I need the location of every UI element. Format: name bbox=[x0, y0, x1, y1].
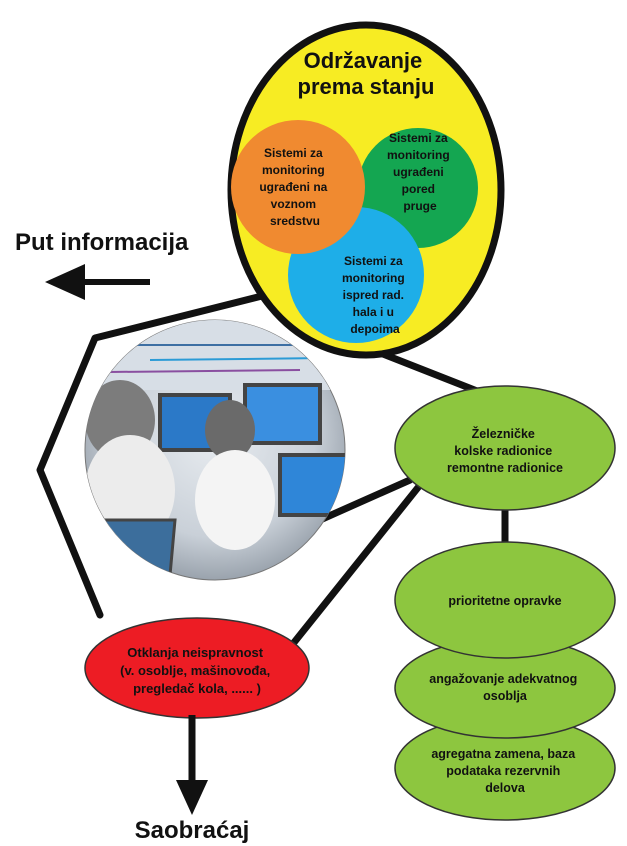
svg-text:Održavanje prema stanju: Održavanje prema stanju bbox=[298, 48, 435, 99]
blue-line1: Sistemi za bbox=[344, 254, 403, 268]
green-line3: ugrađeni bbox=[393, 165, 444, 179]
circle-orange bbox=[231, 120, 365, 254]
monitoring-photo bbox=[84, 319, 346, 581]
green-line1: Sistemi za bbox=[389, 131, 448, 145]
main-title-line2: prema stanju bbox=[298, 74, 435, 99]
action-prioritetne bbox=[394, 541, 616, 659]
workshop-line3: remontne radionice bbox=[447, 461, 563, 475]
otklanja-line1: Otklanja neispravnost bbox=[127, 645, 263, 660]
line-workshop-to-photo bbox=[316, 476, 414, 524]
svg-text:prioritetne opravke: prioritetne opravke bbox=[448, 594, 561, 608]
svg-text:angažovanje adekvatnog o: angažovanje adekvatnog osoblja bbox=[429, 672, 580, 703]
green-line4: pored bbox=[402, 182, 435, 196]
blue-line3: ispred rad. bbox=[343, 288, 404, 302]
action3-line1: agregatna zamena, baza bbox=[431, 747, 576, 761]
otklanja-line3: pregledač kola, ...... ) bbox=[133, 681, 261, 696]
otklanja-node: Otklanja neispravnost (v. osoblje, mašin… bbox=[84, 617, 310, 719]
orange-line1: Sistemi za bbox=[264, 146, 323, 160]
workshop-line1: Železničke bbox=[472, 426, 535, 441]
workshop-node: Železničke kolske radionice remontne rad… bbox=[394, 385, 616, 511]
orange-line2: monitoring bbox=[262, 163, 325, 177]
action3-line2: podataka rezervnih bbox=[446, 764, 560, 778]
main-ellipse-group: Održavanje prema stanju Sistemi za monit… bbox=[227, 21, 505, 359]
action3-line3: delova bbox=[485, 781, 526, 795]
blue-line5: depoima bbox=[350, 322, 400, 336]
blue-line4: hala i u bbox=[353, 305, 394, 319]
put-informacija-label: Put informacija bbox=[15, 229, 189, 256]
down-arrow-icon bbox=[176, 715, 208, 815]
loop-line-left bbox=[36, 288, 282, 619]
green-line5: pruge bbox=[403, 199, 437, 213]
orange-line3: ugrađeni na bbox=[259, 180, 327, 194]
action1-line1: prioritetne opravke bbox=[448, 594, 561, 608]
main-title-line1: Održavanje bbox=[304, 48, 423, 73]
svg-text:agregatna zamena, baza p: agregatna zamena, baza podataka rezervni… bbox=[431, 747, 578, 795]
saobracaj-label: Saobraćaj bbox=[135, 817, 250, 844]
green-line2: monitoring bbox=[387, 148, 450, 162]
workshop-line2: kolske radionice bbox=[454, 444, 552, 458]
svg-text:Sistemi za monitoring: Sistemi za monitoring ugrađeni na voznom… bbox=[259, 146, 330, 228]
svg-text:Železničke kolske radion: Železničke kolske radionice remontne rad… bbox=[447, 426, 563, 475]
orange-line5: sredstvu bbox=[270, 214, 320, 228]
svg-text:Otklanja neispravnost (v: Otklanja neispravnost (v. osoblje, mašin… bbox=[120, 645, 274, 696]
action-stack: prioritetne opravke angažovanje adekvatn… bbox=[394, 541, 616, 821]
otklanja-line2: (v. osoblje, mašinovođa, bbox=[120, 663, 270, 678]
orange-line4: voznom bbox=[271, 197, 316, 211]
blue-line2: monitoring bbox=[342, 271, 405, 285]
left-arrow-icon bbox=[45, 264, 150, 300]
line-workshop-to-red bbox=[276, 481, 424, 664]
svg-text:Sistemi za monitoring: Sistemi za monitoring ugrađeni pored pru… bbox=[387, 131, 453, 213]
action2-line1: angažovanje adekvatnog bbox=[429, 672, 577, 686]
svg-text:Sistemi za monitoring: Sistemi za monitoring ispred rad. hala i… bbox=[342, 254, 408, 336]
action2-line2: osoblja bbox=[483, 689, 528, 703]
